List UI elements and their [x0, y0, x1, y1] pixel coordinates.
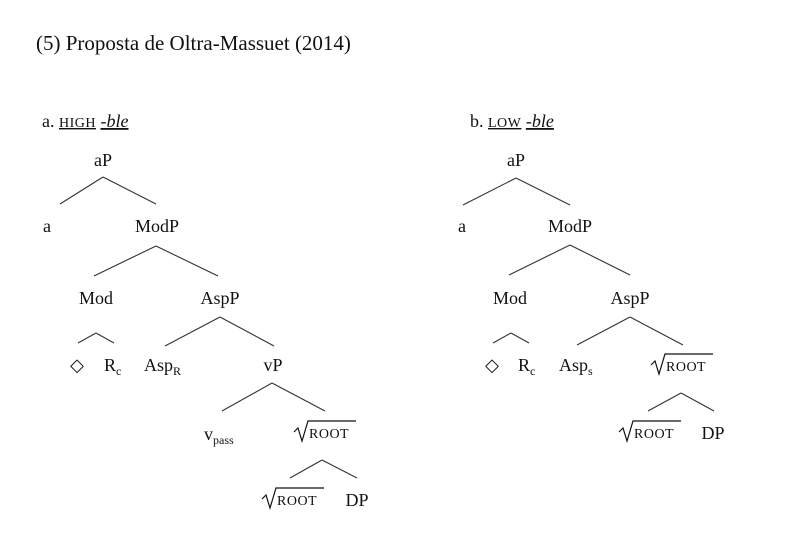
edge-aP-a [462, 177, 517, 206]
node-Rc: Rc [518, 355, 535, 378]
node-Rc-sub: c [530, 364, 535, 378]
radical-icon [261, 487, 324, 511]
tree-b: b. LOW -ble aP a ModP Mod AspP ◇ Rc Asps… [458, 111, 725, 444]
node-Asps-base: Asp [559, 355, 588, 375]
tree-b-heading: b. LOW -ble [470, 111, 554, 131]
edge-Mod-diamond [77, 332, 97, 344]
tree-b-head-suffix: -ble [526, 111, 554, 131]
edge-vP-root [271, 382, 326, 412]
diamond-icon: ◇ [70, 355, 84, 375]
node-Rc-base: R [518, 355, 530, 375]
node-AspP: AspP [610, 288, 649, 308]
figure-title: (5) Proposta de Oltra-Massuet (2014) [36, 31, 351, 55]
node-DP: DP [701, 423, 724, 443]
node-root-b2: ROOT [618, 420, 681, 444]
edge-AspP-root [629, 316, 684, 346]
edge-root-DP [680, 392, 715, 412]
edge-AspP-vP [219, 316, 275, 347]
tree-a-head-smallcaps: HIGH [59, 116, 96, 131]
edge-aP-ModP [102, 176, 157, 205]
edge-Mod-Rc [510, 332, 530, 344]
node-root-a2: ROOT [261, 487, 324, 511]
tree-b-head-smallcaps: LOW [488, 116, 522, 131]
edge-AspP-Asps [576, 316, 631, 346]
node-root-a1: ROOT [293, 420, 356, 444]
tree-b-prefix: b. [470, 111, 484, 131]
node-Mod: Mod [493, 288, 527, 308]
node-ModP: ModP [135, 216, 179, 236]
edge-Mod-Rc [95, 332, 115, 344]
node-Rc: Rc [104, 355, 121, 378]
edge-ModP-AspP [569, 244, 631, 276]
diamond-icon: ◇ [485, 355, 499, 375]
edge-Mod-diamond [492, 332, 512, 344]
edge-ModP-Mod [93, 245, 157, 277]
node-root-b2-label: ROOT [634, 427, 674, 442]
node-a: a [458, 216, 466, 236]
node-root-b1-label: ROOT [666, 360, 706, 375]
edge-root-DP [321, 459, 358, 479]
edge-root-root [289, 459, 323, 479]
node-root-b1: ROOT [650, 353, 713, 377]
radical-icon [650, 353, 713, 377]
node-Rc-base: R [104, 355, 116, 375]
edge-AspP-AspR [164, 316, 221, 347]
node-aP: aP [94, 150, 112, 170]
node-AspP: AspP [200, 288, 239, 308]
node-aP: aP [507, 150, 525, 170]
tree-a-prefix: a. [42, 111, 55, 131]
node-vP: vP [263, 355, 282, 375]
tree-a-heading: a. HIGH -ble [42, 111, 128, 131]
tree-a-head-suffix: -ble [101, 111, 129, 131]
node-Mod: Mod [79, 288, 113, 308]
radical-icon [618, 420, 681, 444]
node-DP: DP [345, 490, 368, 510]
node-Rc-sub: c [116, 364, 121, 378]
node-vpass-sub: pass [213, 433, 234, 447]
edge-aP-ModP [515, 177, 571, 206]
edge-vP-vpass [221, 382, 273, 412]
edge-ModP-Mod [508, 244, 571, 276]
node-AspR-base: Asp [144, 355, 173, 375]
node-a: a [43, 216, 51, 236]
edge-root-root [647, 392, 682, 412]
node-root-a2-label: ROOT [277, 494, 317, 509]
node-Asps: Asps [559, 355, 593, 378]
tree-a: a. HIGH -ble aP a ModP Mod AspP ◇ Rc Asp… [42, 111, 369, 511]
node-root-a1-label: ROOT [309, 427, 349, 442]
node-AspR-sub: R [173, 364, 181, 378]
edge-ModP-AspP [155, 245, 219, 277]
radical-icon [293, 420, 356, 444]
node-AspR: AspR [144, 355, 181, 378]
node-vpass: vpass [204, 424, 234, 447]
node-ModP: ModP [548, 216, 592, 236]
edge-aP-a [59, 176, 104, 205]
node-Asps-sub: s [588, 364, 593, 378]
node-vpass-base: v [204, 424, 213, 444]
